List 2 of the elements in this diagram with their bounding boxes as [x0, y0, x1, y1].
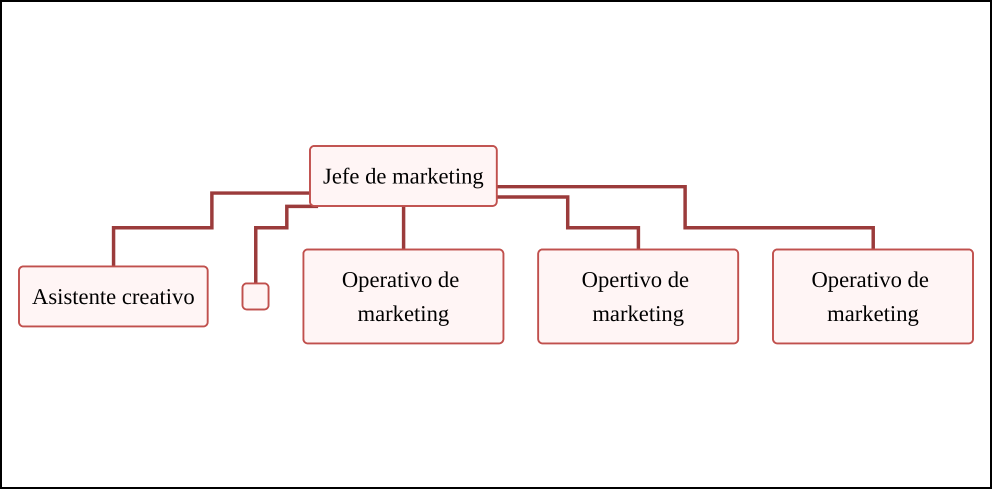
connector: [497, 195, 640, 252]
connector: [497, 184, 876, 252]
